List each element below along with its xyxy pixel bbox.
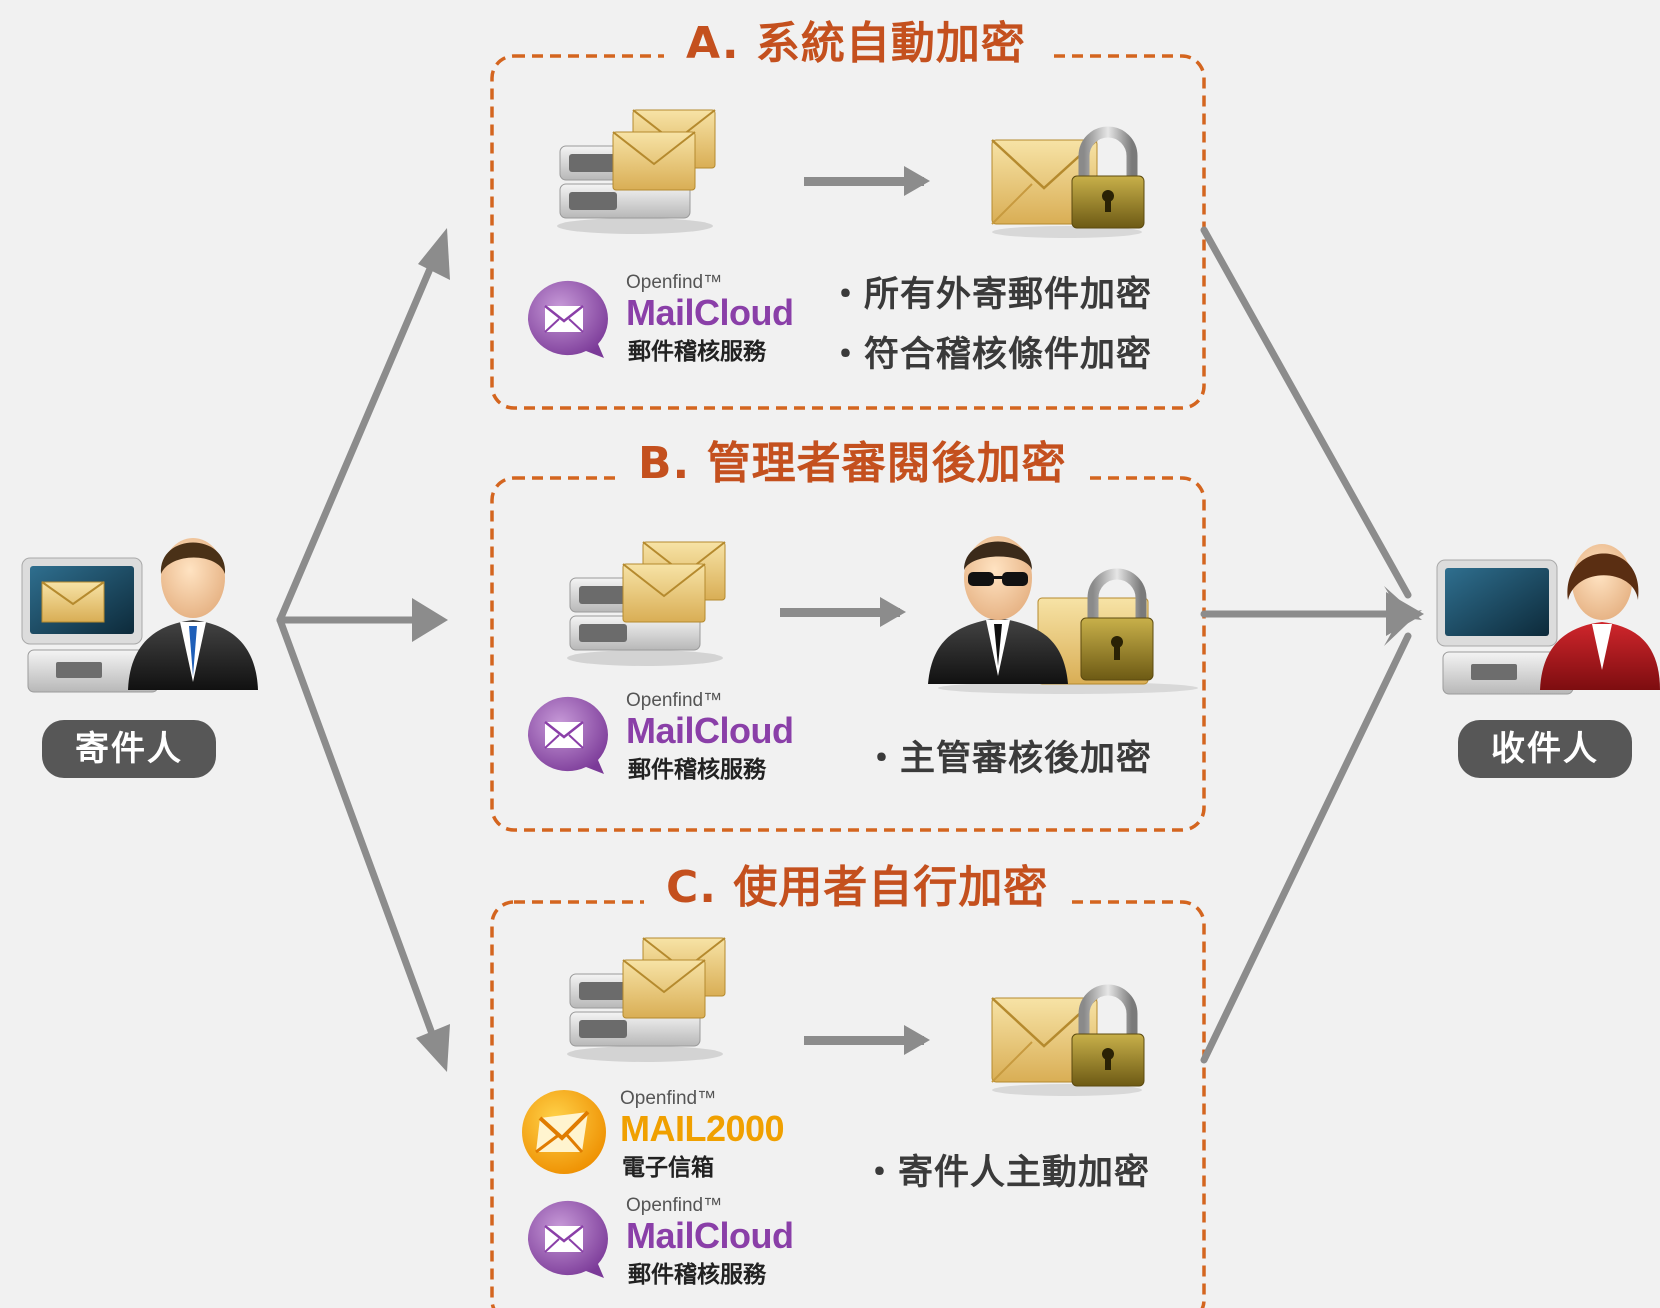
box-b-bullet-1: ・主管審核後加密 — [864, 739, 1153, 779]
sender-label: 寄件人 — [42, 720, 216, 778]
flow-arrows — [276, 226, 1412, 1064]
sender-icon — [21, 538, 258, 693]
receiver-label: 收件人 — [1458, 720, 1632, 778]
manager-icon — [928, 536, 1198, 694]
mailcloud-logo-a — [526, 279, 610, 360]
mail2000-logo-c — [520, 1088, 608, 1176]
box-b-title: B. 管理者審閱後加密 — [616, 434, 1089, 494]
mailcloud-logo-c — [526, 1199, 610, 1280]
mail-server-icon-c — [566, 937, 726, 1063]
box-a-title: A. 系統自動加密 — [664, 14, 1048, 74]
inner-arrows — [780, 166, 930, 1055]
encrypted-mail-icon-a — [992, 132, 1144, 238]
box-c-title: C. 使用者自行加密 — [644, 858, 1071, 918]
encrypted-mail-icon-c — [992, 990, 1144, 1096]
mail-server-icon-a — [556, 109, 716, 235]
box-a-bullet-1: ・所有外寄郵件加密 — [828, 275, 1153, 315]
receiver-icon — [1436, 544, 1660, 695]
mailcloud-logo-b — [526, 695, 610, 776]
box-a-bullet-2: ・符合稽核條件加密 — [828, 335, 1153, 375]
flow-arrowheads — [412, 228, 1424, 1072]
box-c-bullet-1: ・寄件人主動加密 — [862, 1153, 1151, 1193]
mail-server-icon-b — [566, 541, 726, 667]
